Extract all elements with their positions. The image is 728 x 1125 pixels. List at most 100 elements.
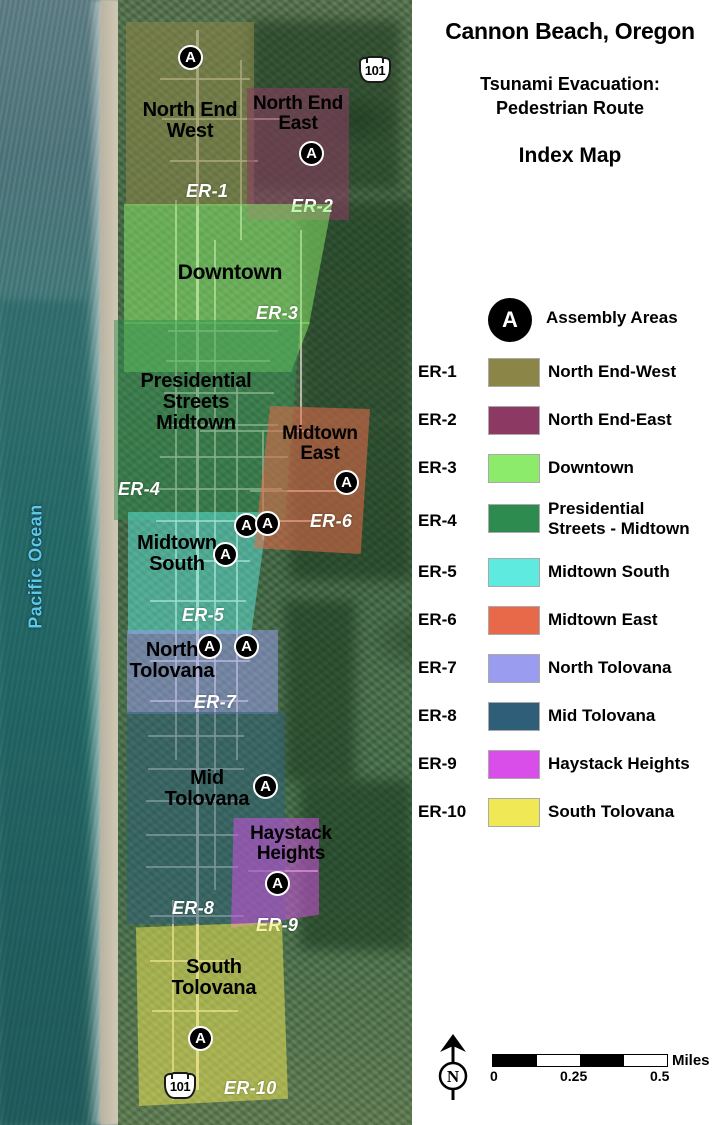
scale-segment — [493, 1055, 537, 1066]
road — [175, 200, 177, 760]
zone-code-er-8: ER-8 — [172, 898, 215, 918]
legend-swatch — [488, 454, 540, 483]
zone-label-er-1: North End West — [142, 99, 238, 142]
legend-swatch — [488, 358, 540, 387]
assembly-marker[interactable]: A — [299, 141, 324, 166]
legend-swatch — [488, 606, 540, 635]
assembly-marker[interactable]: A — [213, 542, 238, 567]
page-title: Cannon Beach, Oregon — [445, 18, 695, 44]
legend-name: Midtown East — [548, 610, 658, 629]
zone-er-10[interactable] — [136, 922, 288, 1106]
legend-item-er-7[interactable]: ER-7 North Tolovana — [412, 646, 728, 694]
legend-item-er-9[interactable]: ER-9 Haystack Heights — [412, 742, 728, 790]
highway-shield-101[interactable]: 101 — [359, 57, 391, 83]
assembly-area-icon: A — [488, 298, 532, 342]
legend-swatch — [488, 654, 540, 683]
legend-swatch — [488, 406, 540, 435]
legend-code: ER-1 — [418, 362, 457, 381]
zone-label-er-5: Midtown South — [137, 532, 217, 575]
legend: A Assembly Areas ER-1 North End-West ER-… — [412, 296, 728, 838]
legend-swatch — [488, 504, 540, 533]
legend-name: North End-East — [548, 410, 672, 429]
road — [164, 392, 274, 394]
legend-name: Midtown South — [548, 562, 670, 581]
legend-name: Haystack Heights — [548, 754, 690, 773]
road — [160, 456, 288, 458]
assembly-marker[interactable]: A — [197, 634, 222, 659]
zone-label-er-6: Midtown East — [282, 423, 358, 464]
ocean-deep-water — [0, 300, 86, 1125]
zone-label-er-2: North End East — [252, 93, 344, 134]
scale-units-label: Miles — [672, 1052, 710, 1069]
legend-item-er-3[interactable]: ER-3 Downtown — [412, 446, 728, 494]
scale-bar: Miles 0 0.25 0.5 — [490, 1052, 710, 1085]
scale-tick: 0 — [490, 1068, 498, 1084]
zone-label-er-10: South Tolovana — [171, 956, 257, 999]
legend-swatch — [488, 750, 540, 779]
legend-swatch — [488, 558, 540, 587]
zone-code-er-6: ER-6 — [310, 511, 353, 531]
legend-assembly-label: Assembly Areas — [546, 308, 678, 327]
legend-name: North Tolovana — [548, 658, 672, 677]
legend-code: ER-5 — [418, 562, 457, 581]
scale-tick: 0.25 — [560, 1068, 588, 1084]
legend-code: ER-3 — [418, 458, 457, 477]
scale-segment — [623, 1055, 667, 1066]
assembly-marker[interactable]: A — [234, 634, 259, 659]
legend-code: ER-7 — [418, 658, 457, 677]
assembly-marker[interactable]: A — [265, 871, 290, 896]
zone-label-er-3: Downtown — [177, 261, 283, 284]
assembly-marker[interactable]: A — [334, 470, 359, 495]
highway-shield-101[interactable]: 101 — [164, 1073, 196, 1099]
zone-code-er-1: ER-1 — [186, 181, 229, 201]
legend-code: ER-2 — [418, 410, 457, 429]
scale-segment — [580, 1055, 624, 1066]
legend-name: South Tolovana — [548, 802, 675, 821]
zone-code-er-5: ER-5 — [182, 605, 225, 625]
legend-code: ER-9 — [418, 754, 457, 773]
zone-code-er-10: ER-10 — [224, 1078, 277, 1098]
legend-name: Mid Tolovana — [548, 706, 656, 725]
zone-er-3[interactable] — [124, 204, 332, 324]
zone-label-er-9: Haystack Heights — [250, 823, 332, 864]
legend-swatch — [488, 702, 540, 731]
zone-code-er-7: ER-7 — [194, 692, 237, 712]
zone-label-er-8: Mid Tolovana — [164, 767, 250, 810]
info-panel: Cannon Beach, Oregon Tsunami Evacuation:… — [412, 0, 728, 1125]
legend-code: ER-4 — [418, 511, 457, 530]
index-map-title: Index Map — [518, 144, 622, 167]
forest-patch — [285, 600, 355, 780]
legend-item-er-5[interactable]: ER-5 Midtown South — [412, 550, 728, 598]
north-letter: N — [447, 1067, 460, 1086]
assembly-marker[interactable]: A — [255, 511, 280, 536]
legend-item-er-1[interactable]: ER-1 North End-West — [412, 350, 728, 398]
zone-code-er-3: ER-3 — [256, 303, 299, 323]
legend-item-er-6[interactable]: ER-6 Midtown East — [412, 598, 728, 646]
legend-name: Presidential Streets - Midtown — [548, 499, 690, 539]
north-arrow-icon: N — [435, 1032, 471, 1104]
map-panel[interactable]: North End West ER-1 North End East ER-2 … — [0, 0, 412, 1125]
legend-code: ER-6 — [418, 610, 457, 629]
legend-code: ER-8 — [418, 706, 457, 725]
road — [200, 430, 310, 432]
scale-tick: 0.5 — [650, 1068, 670, 1084]
zone-label-er-7: North Tolovana — [129, 639, 215, 682]
zone-er-2[interactable] — [247, 88, 349, 220]
legend-code: ER-10 — [418, 802, 467, 821]
assembly-marker[interactable]: A — [253, 774, 278, 799]
map-subtitle: Tsunami Evacuation: Pedestrian Route — [480, 74, 660, 119]
legend-swatch — [488, 798, 540, 827]
legend-name: North End-West — [548, 362, 677, 381]
scale-tick-labels: 0 0.25 0.5 — [490, 1067, 670, 1085]
legend-item-er-10[interactable]: ER-10 South Tolovana — [412, 790, 728, 838]
pacific-ocean-label: Pacific Ocean — [25, 504, 46, 629]
legend-assembly-areas[interactable]: A Assembly Areas — [412, 296, 728, 350]
assembly-marker[interactable]: A — [178, 45, 203, 70]
assembly-marker[interactable]: A — [188, 1026, 213, 1051]
legend-item-er-2[interactable]: ER-2 North End-East — [412, 398, 728, 446]
road — [158, 488, 282, 490]
legend-name: Downtown — [548, 458, 634, 477]
legend-item-er-4[interactable]: ER-4 Presidential Streets - Midtown — [412, 494, 728, 550]
zone-er-3-lower[interactable] — [124, 322, 311, 372]
legend-item-er-8[interactable]: ER-8 Mid Tolovana — [412, 694, 728, 742]
